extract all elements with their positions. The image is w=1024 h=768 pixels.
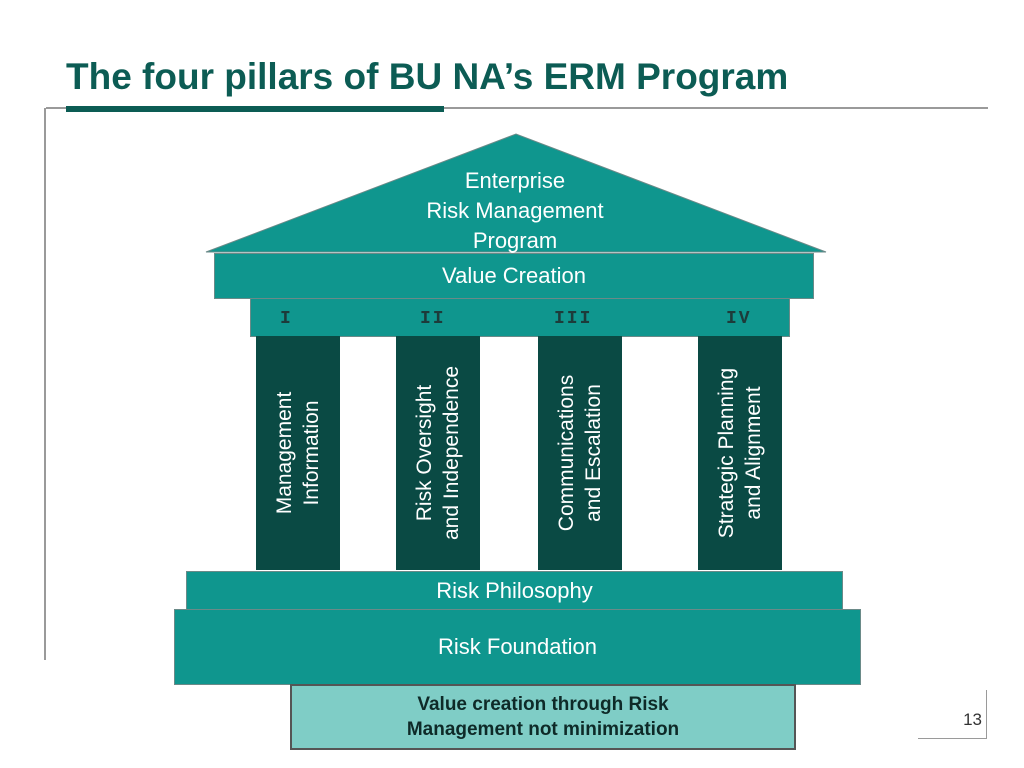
- pillar-strategic-planning: Strategic Planning and Alignment: [698, 336, 782, 570]
- pillar-1-line-1: Management: [273, 391, 296, 515]
- pillar-numeral-1: I: [280, 309, 293, 329]
- title-divider: [46, 107, 988, 109]
- roof-line-3: Program: [472, 228, 558, 253]
- pillar-2-line-2: and Independence: [440, 366, 463, 540]
- page-corner-rule-vertical: [986, 690, 987, 738]
- roof-label: Enterprise Risk Management Program: [380, 166, 650, 256]
- callout-line-2: Management not minimization: [406, 719, 680, 740]
- pillar-risk-oversight: Risk Oversight and Independence: [396, 336, 480, 570]
- slide-title: The four pillars of BU NA’s ERM Program: [66, 56, 789, 97]
- roof-line-2: Risk Management: [426, 198, 604, 223]
- pillar-2-line-1: Risk Oversight: [413, 384, 436, 522]
- pillar-numeral-2: II: [420, 309, 446, 329]
- pillar-management-information: Management Information: [256, 336, 340, 570]
- value-creation-band: Value Creation: [214, 253, 814, 299]
- risk-foundation-band: Risk Foundation: [174, 609, 861, 685]
- pillar-label: Strategic Planning and Alignment: [713, 338, 767, 568]
- pillar-numeral-4: IV: [726, 309, 752, 329]
- risk-philosophy-band: Risk Philosophy: [186, 571, 843, 611]
- roof-triangle: [205, 133, 827, 253]
- roof-line-1: Enterprise: [464, 168, 566, 193]
- title-accent-bar: [66, 106, 444, 112]
- pillar-1-line-2: Information: [300, 400, 323, 506]
- page-number: 13: [963, 710, 982, 729]
- page-corner-rule-horizontal: [918, 738, 987, 739]
- pillar-label: Risk Oversight and Independence: [411, 338, 465, 568]
- pillar-4-line-1: Strategic Planning: [715, 367, 738, 539]
- pillar-4-line-2: and Alignment: [742, 386, 765, 520]
- pillar-numeral-3: III: [554, 309, 593, 329]
- pillar-communications: Communications and Escalation: [538, 336, 622, 570]
- pillar-3-line-2: and Escalation: [582, 384, 605, 522]
- pillar-label: Management Information: [271, 338, 325, 568]
- pillar-3-line-1: Communications: [555, 374, 578, 532]
- numeral-band: [250, 298, 790, 337]
- value-creation-callout: Value creation through Risk Management n…: [290, 684, 796, 750]
- callout-line-1: Value creation through Risk: [417, 694, 669, 715]
- pillar-label: Communications and Escalation: [553, 338, 607, 568]
- left-margin-rule: [44, 108, 46, 660]
